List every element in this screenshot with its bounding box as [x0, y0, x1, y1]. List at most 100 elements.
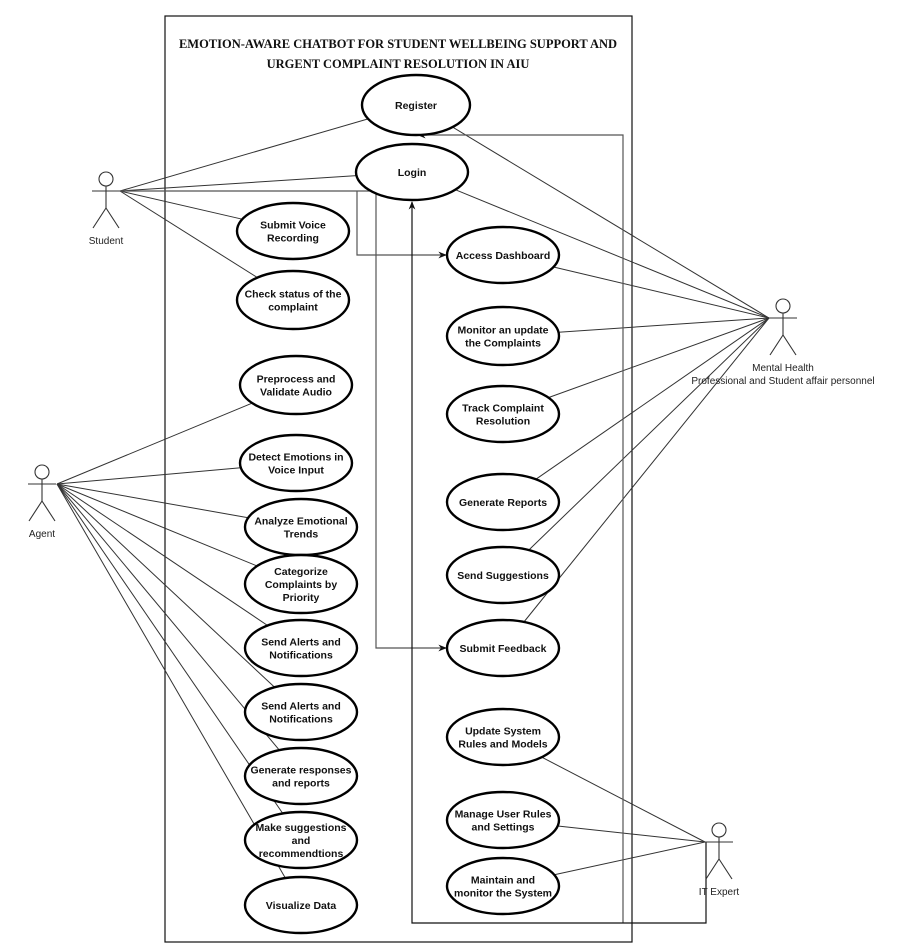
use-case-visualize[interactable]: Visualize Data	[243, 875, 359, 935]
actor-head-icon	[775, 298, 791, 314]
system-boundary	[164, 15, 633, 943]
use-case-ellipse[interactable]	[243, 618, 359, 678]
use-case-access-dashboard[interactable]: Access Dashboard	[445, 225, 561, 285]
use-case-gen-reports[interactable]: Generate Reports	[445, 472, 561, 532]
actor-student[interactable]: Student	[89, 171, 124, 247]
use-case-label: Resolution	[476, 416, 530, 428]
use-case-ellipse[interactable]	[235, 201, 351, 261]
association-mental-login	[455, 189, 770, 319]
use-case-ellipse[interactable]	[243, 746, 359, 806]
diagram-title-line-1: EMOTION-AWARE CHATBOT FOR STUDENT WELLBE…	[179, 37, 617, 51]
actor-leg-icon	[105, 207, 120, 229]
actor-label: IT Expert	[699, 887, 740, 898]
actor-head-icon	[34, 464, 50, 480]
use-case-label: Notifications	[269, 650, 333, 662]
use-case-label: Recording	[267, 233, 319, 245]
association-mental-monitor	[558, 317, 770, 333]
use-case-label: Priority	[283, 592, 320, 604]
association-mental-access-dashboard	[553, 266, 770, 319]
use-case-label: Submit Feedback	[460, 643, 547, 655]
actor-leg-icon	[92, 207, 107, 229]
use-case-label: Send Alerts and	[261, 701, 341, 713]
actor-agent[interactable]: Agent	[28, 464, 56, 540]
use-case-ellipse[interactable]	[235, 269, 351, 331]
use-case-ellipse[interactable]	[243, 810, 359, 870]
use-case-label: Complaints by	[265, 579, 338, 591]
use-case-ellipse[interactable]	[445, 790, 561, 850]
route-to-access-dashboard	[356, 191, 447, 259]
use-case-label: Access Dashboard	[456, 250, 551, 262]
association-agent-alerts1	[56, 483, 268, 626]
use-case-label: Login	[398, 167, 427, 179]
use-case-send-suggestions[interactable]: Send Suggestions	[445, 545, 561, 605]
actor-leg-icon	[28, 500, 43, 522]
use-case-ellipse[interactable]	[445, 856, 561, 916]
use-case-label: Rules and Models	[458, 739, 547, 751]
use-case-ellipse[interactable]	[354, 142, 470, 202]
use-case-ellipse[interactable]	[445, 305, 561, 367]
use-case-label: Track Complaint	[462, 403, 544, 415]
use-case-login[interactable]: Login	[354, 142, 470, 202]
use-case-label: Register	[395, 100, 437, 112]
actor-it[interactable]: IT Expert	[699, 822, 740, 898]
use-case-ellipse[interactable]	[445, 545, 561, 605]
use-case-label: Send Suggestions	[457, 570, 549, 582]
use-case-submit-feedback[interactable]: Submit Feedback	[445, 618, 561, 678]
actor-leg-icon	[705, 858, 720, 880]
use-case-label: Send Alerts and	[261, 637, 341, 649]
route-to-login	[408, 201, 707, 924]
use-case-label: monitor the System	[454, 888, 552, 900]
use-case-ellipse[interactable]	[360, 73, 472, 137]
use-case-label: Manage User Rules	[455, 809, 552, 821]
use-case-register[interactable]: Register	[360, 73, 472, 137]
use-case-ellipse[interactable]	[445, 384, 561, 444]
association-mental-gen-reports	[535, 317, 770, 480]
use-case-ellipse[interactable]	[445, 472, 561, 532]
use-case-ellipse[interactable]	[445, 707, 561, 767]
use-case-ellipse[interactable]	[238, 433, 354, 493]
association-mental-track	[548, 317, 770, 399]
use-case-label: Validate Audio	[260, 387, 332, 399]
use-case-label: Detect Emotions in	[248, 452, 343, 464]
use-case-ellipse[interactable]	[445, 225, 561, 285]
actor-leg-icon	[769, 334, 784, 356]
use-case-label: and reports	[272, 778, 330, 790]
use-case-ellipse[interactable]	[243, 553, 359, 615]
actor-label: Mental Health	[752, 363, 814, 374]
use-case-label: Notifications	[269, 714, 333, 726]
use-case-ellipse[interactable]	[238, 354, 354, 416]
association-student-submit-voice	[119, 190, 243, 220]
use-case-ellipse[interactable]	[243, 875, 359, 935]
association-agent-gen-responses	[56, 483, 280, 751]
actor-head-icon	[98, 171, 114, 187]
actor-leg-icon	[718, 858, 733, 880]
use-case-label: Analyze Emotional	[254, 516, 347, 528]
use-case-label: and	[292, 835, 311, 847]
use-case-label: the Complaints	[465, 338, 541, 350]
use-case-ellipse[interactable]	[243, 682, 359, 742]
actor-label: Agent	[29, 529, 55, 540]
association-agent-alerts2	[56, 483, 275, 688]
use-case-label: and Settings	[471, 822, 534, 834]
use-case-label: recommendtions	[259, 848, 344, 860]
association-mental-submit-feedback	[523, 317, 770, 623]
use-case-ellipse[interactable]	[445, 618, 561, 678]
actor-label: Professional and Student affair personne…	[691, 376, 874, 387]
